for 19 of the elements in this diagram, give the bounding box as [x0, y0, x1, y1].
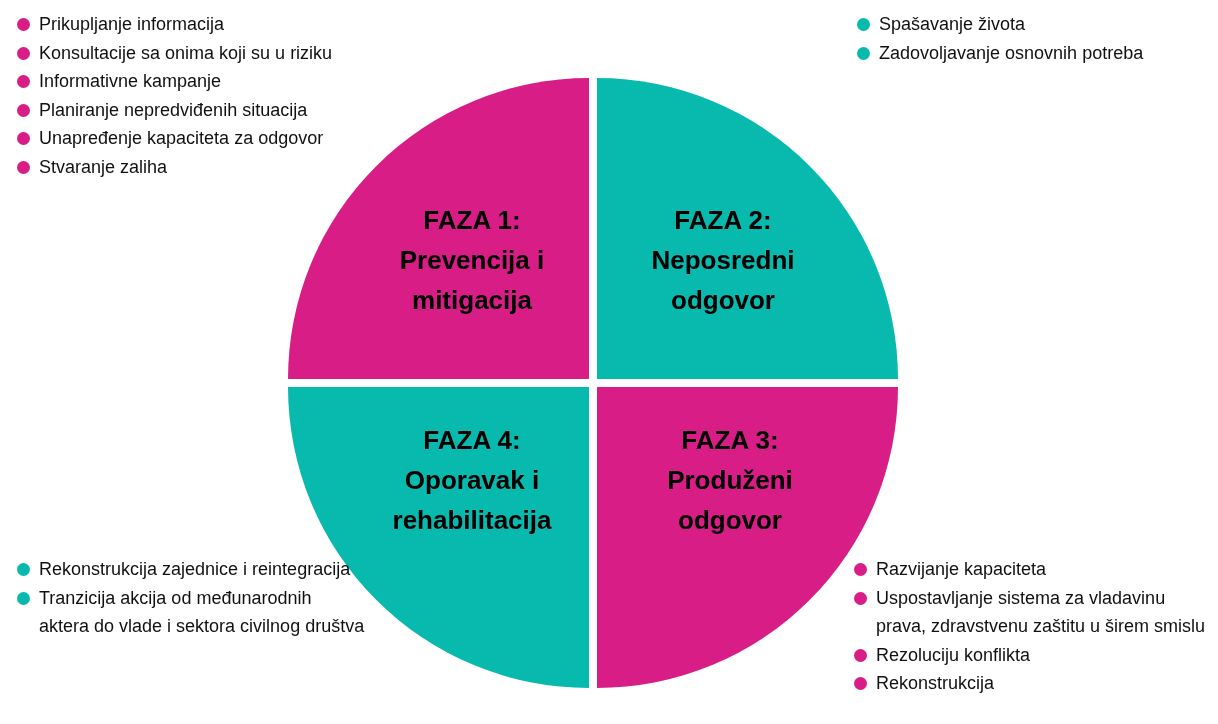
- bullet-item: Prikupljanje informacija: [15, 10, 435, 39]
- bullet-item: Rekonstrukcija zajednice i reintegracija: [15, 555, 365, 584]
- bullet-item: Konsultacije sa onima koji su u riziku: [15, 38, 435, 67]
- phase-heading: FAZA 2: Neposredni odgovor: [650, 204, 796, 317]
- bullet-item: Uspostavljanje sistema za vladavinu prava, zdravstvenu zaštitu u širem smislu: [852, 583, 1214, 641]
- bullet-item: Spašavanje života: [855, 10, 1215, 39]
- bullet-item: Stvaranje zaliha: [15, 152, 435, 181]
- bullet-item: Rekonstrukcija: [852, 669, 1214, 698]
- bullet-item: Planiranje nepredviđenih situacija: [15, 95, 435, 124]
- phase-heading: FAZA 1: Prevencija i mitigacija: [398, 204, 546, 317]
- quadrant-sector: [597, 78, 898, 379]
- phase-heading: FAZA 3: Produženi odgovor: [666, 424, 794, 537]
- bullet-item: Unapređenje kapaciteta za odgovor: [15, 124, 435, 153]
- bullet-item: Rezoluciju konflikta: [852, 640, 1214, 669]
- bullet-item: Tranzicija akcija od međunarodnih aktera do vlade i sektora civilnog društva: [15, 583, 365, 641]
- bullet-item: Zadovoljavanje osnovnih potreba: [855, 38, 1215, 67]
- bullet-item: Informativne kampanje: [15, 67, 435, 96]
- phase-heading: FAZA 4: Oporavak i rehabilitacija: [391, 424, 553, 537]
- bullet-item: Razvijanje kapaciteta: [852, 555, 1214, 584]
